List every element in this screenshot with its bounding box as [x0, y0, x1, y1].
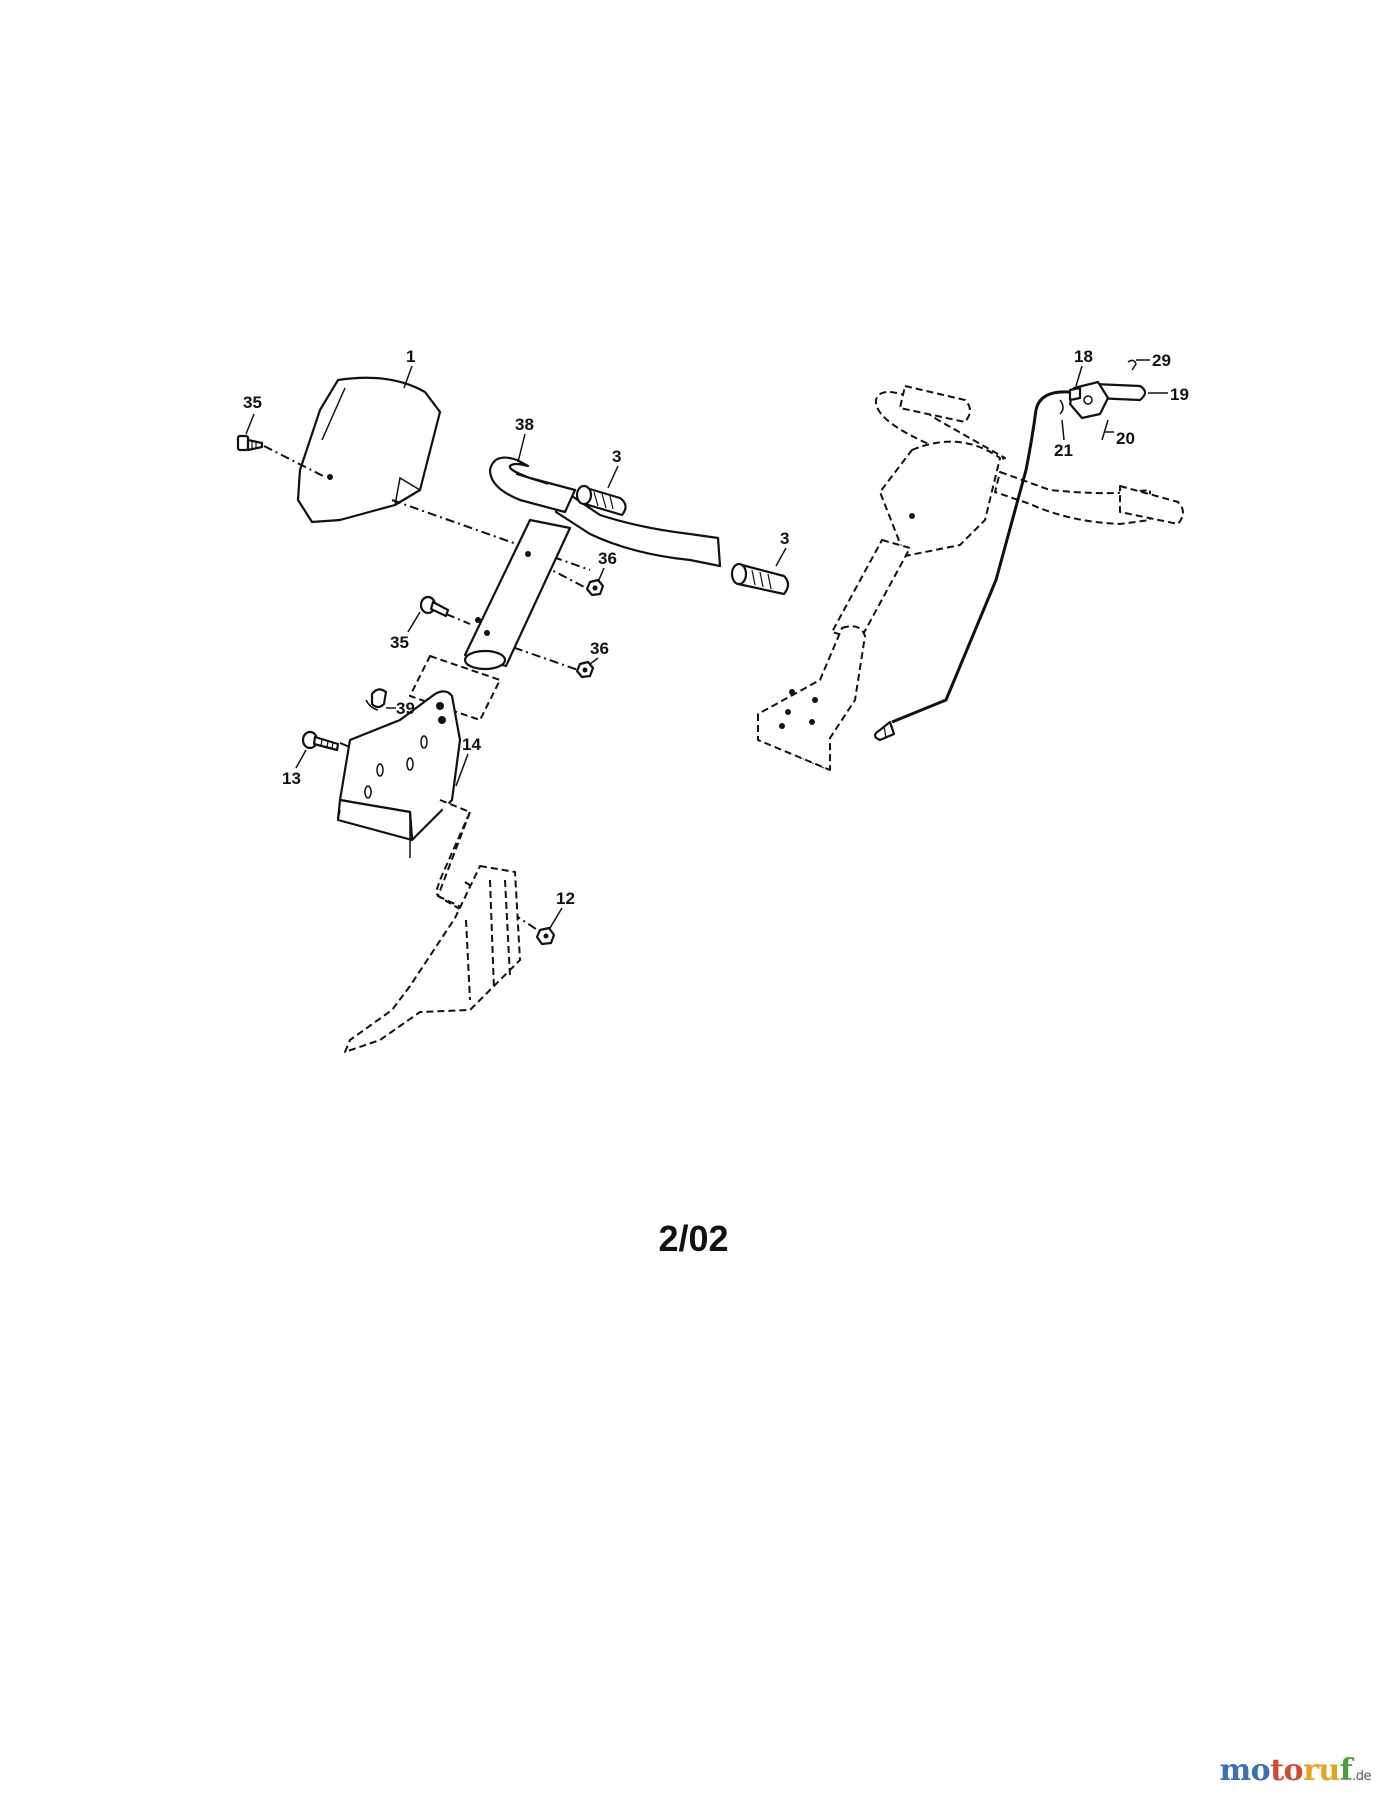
callout-35-lower: 35	[390, 633, 409, 652]
callout-20: 20	[1116, 429, 1135, 448]
callout-38: 38	[515, 415, 534, 434]
callout-13: 13	[282, 769, 301, 788]
part-35-bolt-lower	[419, 595, 450, 618]
leader-35-to-1	[263, 445, 326, 478]
page-code: 2/02	[658, 1218, 729, 1259]
callout-39: 39	[396, 699, 415, 718]
watermark-logo: motoruf.de	[1219, 1753, 1371, 1788]
callout-35-upper: 35	[243, 393, 262, 412]
callout-1: 1	[406, 347, 415, 366]
callout-18: 18	[1074, 347, 1093, 366]
part-3-grip-upper	[575, 484, 627, 517]
part-36-nut-lower	[575, 660, 595, 679]
alignment-box-upper	[409, 655, 501, 721]
leader-bracket-to-12	[464, 881, 546, 936]
callout-21: 21	[1054, 441, 1073, 460]
leader-35b-to-tube	[445, 613, 471, 625]
callout-19: 19	[1170, 385, 1189, 404]
callout-36-lower: 36	[590, 639, 609, 658]
callout-3-upper: 3	[612, 447, 621, 466]
leader-tube-to-36a	[524, 555, 591, 591]
callout-3-lower: 3	[780, 529, 789, 548]
callout-12: 12	[556, 889, 575, 908]
throttle-control-assembly	[1059, 359, 1147, 441]
part-1-shield	[296, 376, 442, 524]
callout-36-upper: 36	[598, 549, 617, 568]
part-12-nut	[535, 926, 556, 946]
part-3-grip-lower	[730, 562, 790, 596]
watermark-suffix: .de	[1352, 1769, 1371, 1784]
frame-ghost	[344, 865, 521, 1053]
part-14-bracket	[336, 690, 462, 858]
callout-14: 14	[462, 735, 481, 754]
part-35-bolt-upper	[236, 434, 264, 452]
part-13-bolt	[301, 730, 340, 752]
callout-29: 29	[1152, 351, 1171, 370]
leader-tube-to-36b	[477, 634, 579, 671]
part-38-handlebar	[463, 456, 722, 671]
assembled-handlebar-view	[757, 385, 1184, 771]
part-36-nut-upper	[585, 578, 605, 597]
control-cable	[873, 390, 1071, 742]
part-39-clip	[365, 688, 388, 711]
